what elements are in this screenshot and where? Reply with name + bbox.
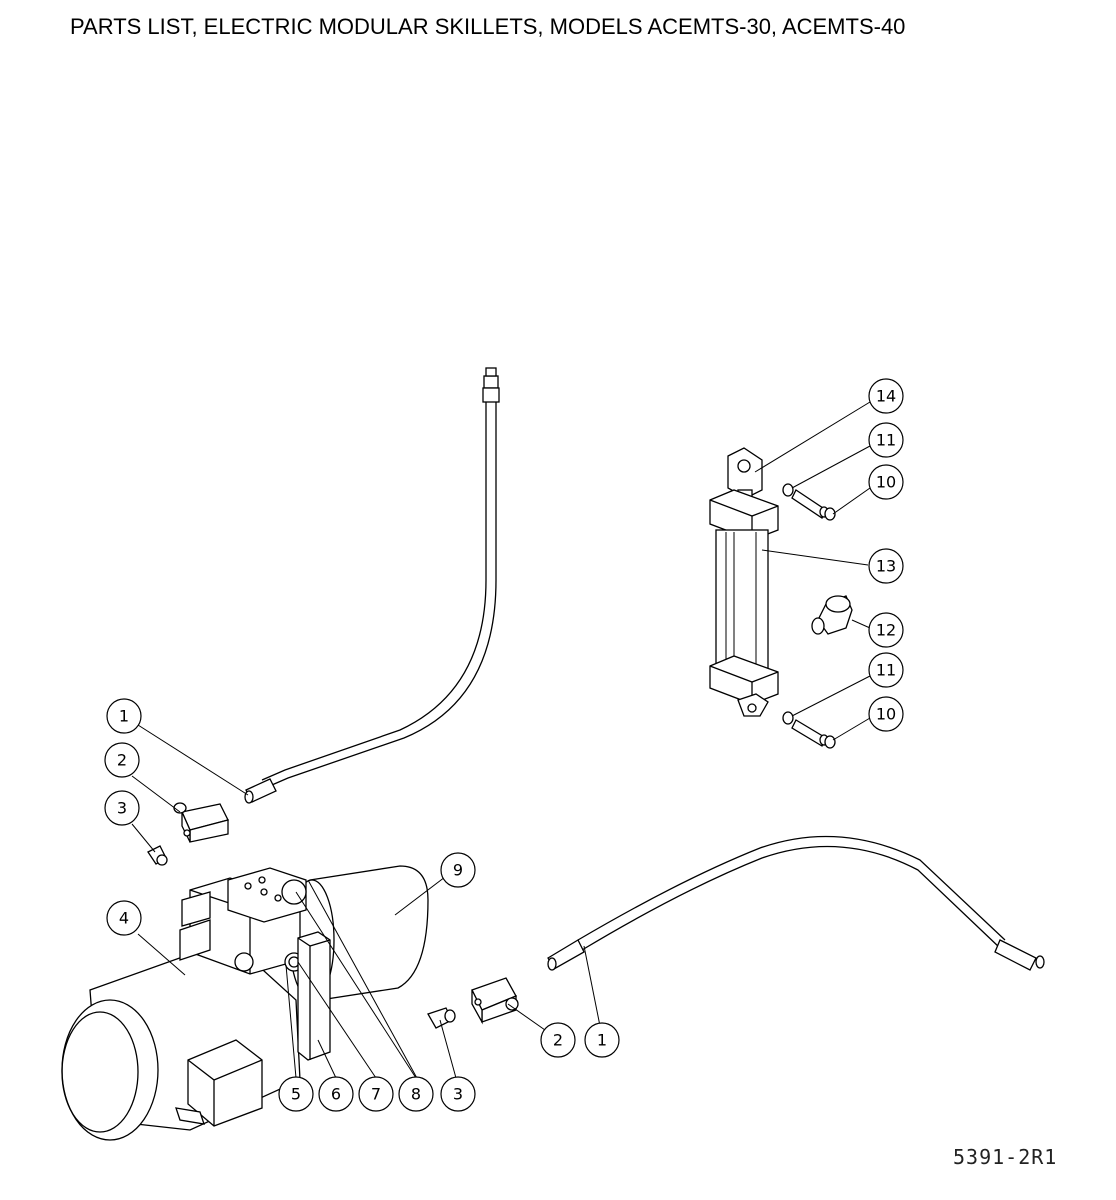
callout-label: 1 <box>597 1031 607 1050</box>
callout-10-upper: 10 <box>868 464 904 500</box>
callout-8: 8 <box>398 1076 434 1112</box>
callout-12: 12 <box>868 612 904 648</box>
tee-fitting-upper <box>173 802 229 843</box>
callout-4: 4 <box>106 900 142 936</box>
callout-label: 13 <box>876 557 896 576</box>
cylinder-elbow-fitting <box>811 595 853 635</box>
callout-label: 3 <box>453 1085 463 1104</box>
callout-1-upper: 1 <box>106 698 142 734</box>
callout-label: 3 <box>117 799 127 818</box>
elbow-fitting-upper <box>147 845 168 866</box>
callout-label: 11 <box>876 661 896 680</box>
callout-label: 6 <box>331 1085 341 1104</box>
callout-13: 13 <box>868 548 904 584</box>
callout-3-upper: 3 <box>104 790 140 826</box>
callout-10-lower: 10 <box>868 696 904 732</box>
callout-label: 7 <box>371 1085 381 1104</box>
callout-11-upper: 11 <box>868 422 904 458</box>
lower-hose <box>547 835 1045 971</box>
callout-2-lower: 2 <box>540 1022 576 1058</box>
callout-6: 6 <box>318 1076 354 1112</box>
callout-label: 2 <box>553 1031 563 1050</box>
callout-label: 9 <box>453 861 463 880</box>
callout-label: 12 <box>876 621 896 640</box>
callout-11-lower: 11 <box>868 652 904 688</box>
callout-2-upper: 2 <box>104 742 140 778</box>
hydraulic-cylinder <box>709 447 779 717</box>
callout-14: 14 <box>868 378 904 414</box>
drawing-number: 5391-2R1 <box>953 1145 1058 1169</box>
pin-upper <box>782 483 836 521</box>
callout-label: 5 <box>291 1085 301 1104</box>
upper-hose <box>244 367 500 804</box>
pump-motor-assembly <box>61 865 429 1141</box>
leader-lines <box>131 401 871 1081</box>
callout-label: 8 <box>411 1085 421 1104</box>
callout-label: 14 <box>876 387 896 406</box>
callout-7: 7 <box>358 1076 394 1112</box>
callout-label: 10 <box>876 705 896 724</box>
page-title: PARTS LIST, ELECTRIC MODULAR SKILLETS, M… <box>70 14 906 39</box>
callout-label: 11 <box>876 431 896 450</box>
callout-1-lower: 1 <box>584 1022 620 1058</box>
callout-3-lower: 3 <box>440 1076 476 1112</box>
pin-lower <box>782 711 836 749</box>
callout-9: 9 <box>440 852 476 888</box>
callout-label: 4 <box>119 909 129 928</box>
callout-label: 1 <box>119 707 129 726</box>
tee-fitting-lower <box>471 977 519 1025</box>
callout-label: 10 <box>876 473 896 492</box>
callout-5: 5 <box>278 1076 314 1112</box>
callout-label: 2 <box>117 751 127 770</box>
elbow-fitting-lower <box>427 1007 456 1029</box>
